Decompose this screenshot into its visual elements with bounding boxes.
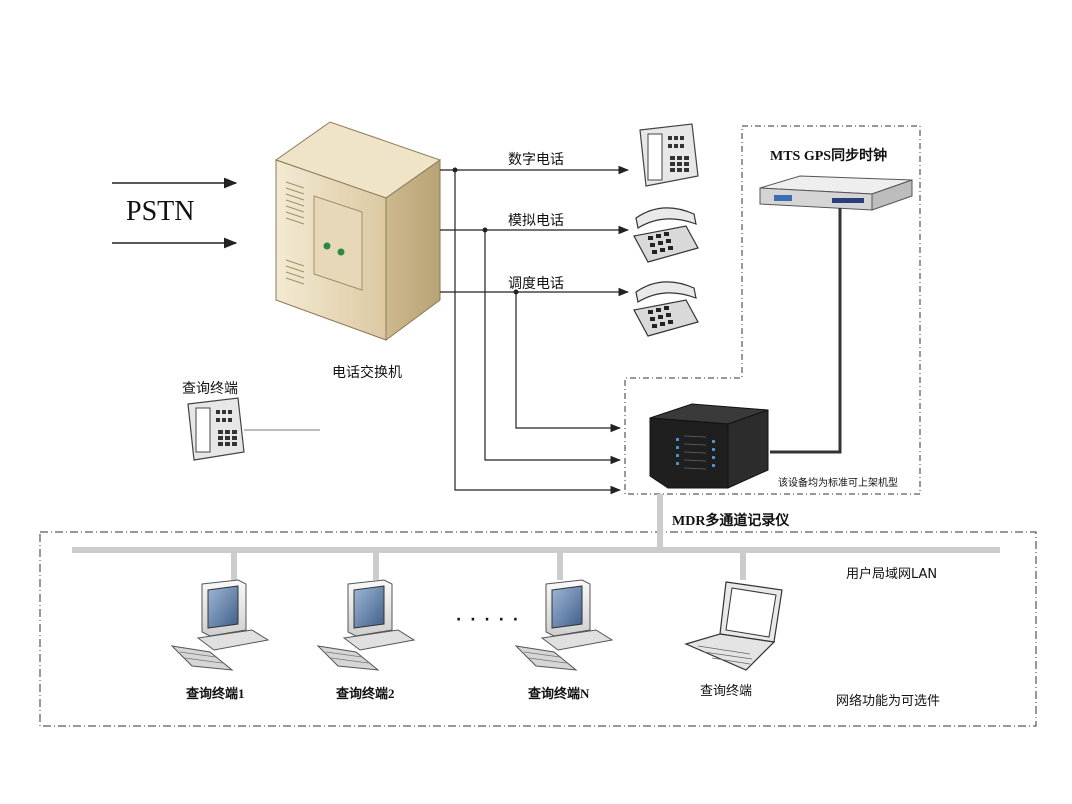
digital-phone-icon [639,123,699,187]
rack-note: 该设备均为标准可上架机型 [778,478,898,489]
digital-phone-label: 数字电话 [508,152,564,168]
lan-boundary [39,531,1037,727]
terminal-laptop-label: 查询终端 [700,684,753,699]
dispatch-phone-label: 调度电话 [508,276,564,292]
laptop-icon [684,581,783,671]
terminal-2-label: 查询终端2 [336,686,395,701]
gps-clock-icon [759,175,913,211]
terminal-1-label: 查询终端1 [186,686,245,701]
mdr-recorder-icon [649,403,769,489]
recorder-label: MDR多通道记录仪 [672,514,790,529]
workstation-icon-n [514,579,614,671]
pbx-connections [440,165,630,495]
lan-label: 用户局域网LAN [846,567,938,582]
optional-note: 网络功能为可选件 [836,694,941,709]
pstn-label: PSTN [126,196,195,227]
query-terminal-label: 查询终端 [182,381,238,397]
gps-clock-label: MTS GPS同步时钟 [770,149,888,164]
analog-phone-label: 模拟电话 [508,213,564,229]
lan-drops [231,550,746,580]
pbx-server-icon [274,121,442,341]
tap-dots [452,167,519,295]
ellipsis-dots: · · · · · [456,612,521,628]
workstation-icon-1 [170,579,270,671]
pbx-label: 电话交换机 [332,365,402,381]
terminal-n-label: 查询终端N [528,686,590,701]
gps-cable [770,208,842,454]
query-terminal-phone-icon [187,397,245,461]
workstation-icon-2 [316,579,416,671]
pstn-arrows [112,177,238,249]
rack-equipment-boundary [624,125,921,495]
dispatch-phone-icon [633,281,699,337]
analog-phone-icon [633,207,699,263]
